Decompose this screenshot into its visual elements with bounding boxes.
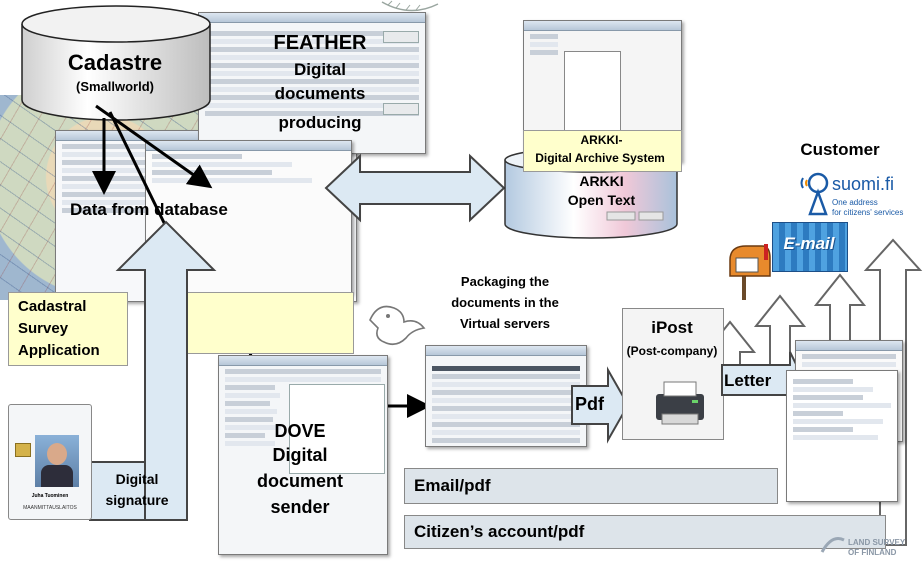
suomi-fi-tagline-2: for citizens' services (832, 208, 904, 217)
suomi-fi-logo-text: suomi.fi (832, 174, 895, 194)
land-survey-line1: LAND SURVEY (848, 538, 906, 547)
land-survey-line2: OF FINLAND (848, 548, 897, 557)
land-survey-logo-icon (820, 537, 845, 553)
cadastral-app-label-box (8, 292, 128, 366)
cadastral-app-label-ext (187, 292, 354, 354)
printer-icon (656, 381, 704, 425)
packaging-line2: documents in the (451, 295, 559, 310)
feather-window (198, 12, 426, 154)
citizen-account-channel (404, 515, 886, 549)
arkki-title-line2: Digital Archive System (535, 151, 665, 165)
packaging-line1: Packaging the (460, 274, 550, 289)
suomi-fi-tagline-1: One address (832, 198, 878, 207)
customer-document-window (786, 370, 898, 502)
ipost-subtitle: (Post-company) (626, 344, 718, 358)
mailbox-icon (729, 244, 771, 300)
id-card-name: Juha Tuominen (31, 493, 69, 499)
packaging-line3: Virtual servers (459, 316, 551, 331)
arkki-drum-line2: Open Text (567, 192, 636, 208)
data-from-database-label: Data from database (70, 200, 228, 219)
dove-line-document: document (256, 471, 343, 491)
dove-bird-sketch-icon (369, 305, 426, 346)
id-card: Juha Tuominen MAANMITTAUSLAITOS (8, 404, 92, 520)
dove-window (218, 355, 388, 555)
id-card-chip (15, 443, 31, 457)
cadastral-app-line3: Application (18, 342, 100, 359)
virtual-server-window (425, 345, 587, 447)
cadastral-app-line2: Survey (18, 320, 69, 337)
feather-quill-icon (381, 0, 439, 12)
dove-line-sender: sender (270, 497, 330, 517)
dove-title: DOVE (274, 421, 326, 441)
pdf-label: Pdf (575, 394, 604, 414)
feather-title: FEATHER (273, 32, 367, 54)
email-pdf-label: Email/pdf (414, 476, 491, 495)
cadastre-subtitle: (Smallworld) (75, 79, 154, 94)
customer-label: Customer (800, 140, 880, 159)
cadastral-app-line1: Cadastral (18, 298, 87, 315)
dove-line-digital: Digital (272, 445, 328, 465)
ipost-title: iPost (651, 318, 693, 337)
id-card-org: MAANMITTAUSLAITOS (23, 505, 77, 511)
email-pdf-channel (404, 468, 778, 504)
feather-line-digital: Digital (294, 60, 346, 79)
feather-line-documents: documents (274, 84, 366, 103)
email-logo (772, 222, 848, 272)
email-logo-text: E-mail (783, 234, 835, 253)
arkki-drum-line1: ARKKI (579, 173, 624, 189)
letter-label: Letter (724, 371, 772, 390)
arkki-label-box (523, 130, 682, 172)
digital-signature-line2: signature (105, 492, 169, 508)
cadastre-title: Cadastre (67, 50, 163, 75)
feather-line-producing: producing (278, 113, 362, 132)
citizen-account-label: Citizen’s account/pdf (414, 522, 585, 541)
cadastre-database-cylinder (21, 5, 211, 121)
id-card-photo (35, 435, 79, 487)
digital-signature-line1: Digital (115, 471, 159, 487)
suomi-fi-logo-icon (800, 172, 829, 216)
arkki-title-line1: ARKKI- (580, 133, 623, 147)
